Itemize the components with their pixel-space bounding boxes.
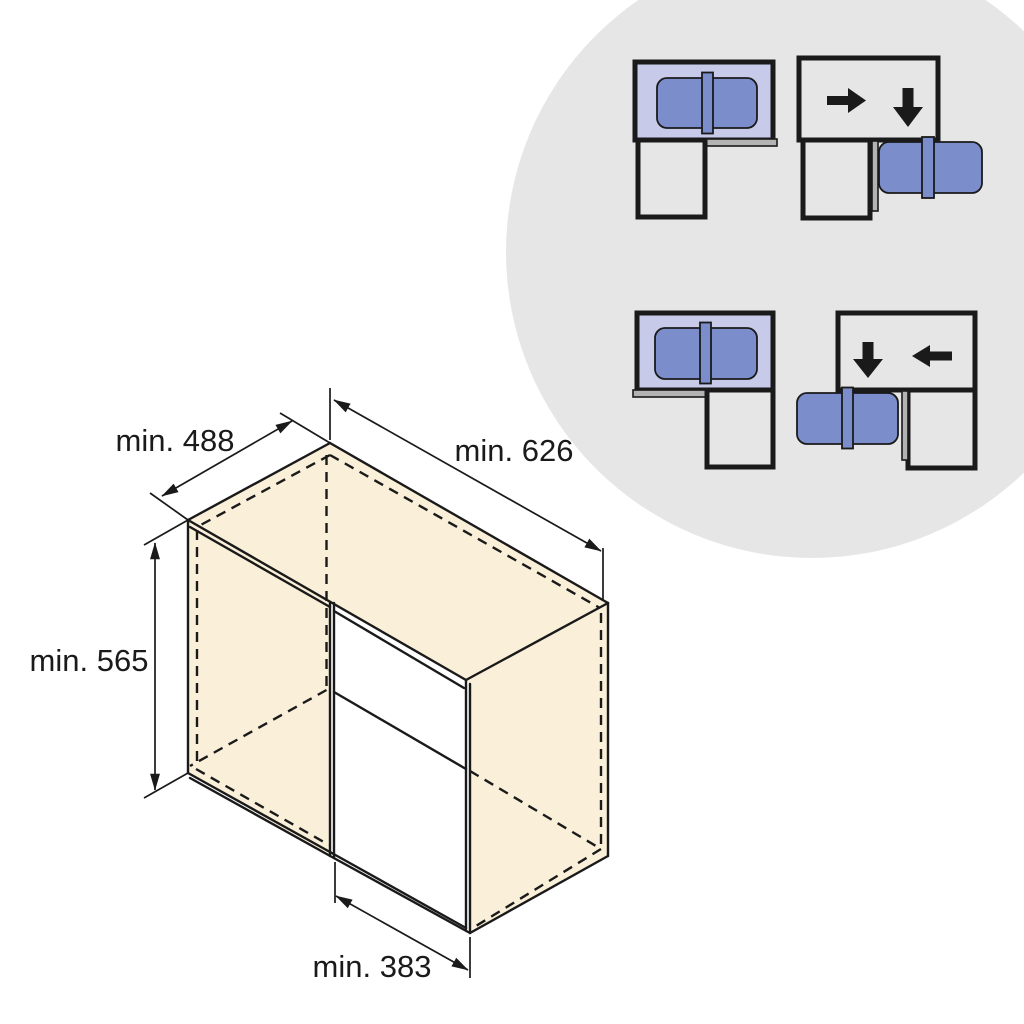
top-front-right-edge [464,601,610,682]
arrow-down-icon [893,88,923,127]
hidden-floor-left-edge [189,688,328,768]
legend-variant-left-open [796,310,978,471]
hidden-bottom-right-edge [475,847,602,928]
arrow-right-icon [827,88,866,113]
hidden-bottom-left-edge [195,767,330,847]
open-door-icon [901,390,909,461]
dimension-label-height: min. 565 [30,643,149,678]
cabinet-front-opening [331,601,470,933]
opening-top-inner-edge [332,609,466,690]
arrow-down-icon [853,342,883,378]
tray-handle-bar [701,71,714,135]
dimension-width: min. 626 [329,388,604,601]
dimension-line [333,399,602,552]
tray-handle-bar [921,136,935,199]
bottom-right-edge [468,854,610,935]
open-door-icon [703,138,778,147]
cabinet-plan-side-box [905,387,978,471]
legend-variant-right-open [796,55,983,221]
dimension-height: min. 565 [30,519,189,799]
shelf-front-edge [332,690,468,771]
dimension-label-opening: min. 383 [313,949,432,984]
legend-variant-right-closed [632,59,778,220]
hidden-floor-right-edge [469,769,602,851]
tray-handle-bar [699,321,712,385]
dimension-depth: min. 488 [116,412,331,521]
dimension-label-depth: min. 488 [116,423,235,458]
open-door-icon [871,140,879,212]
extension-line [149,492,189,521]
cabinet-right-face [466,603,608,933]
cabinet-plan-body [796,55,941,143]
open-door-icon [632,389,707,398]
dimension-label-width: min. 626 [455,433,574,468]
tray-handle-bar [841,386,854,450]
top-front-left-edge [186,518,468,682]
cabinet-plan-side-box [704,387,776,470]
cabinet-plan-side-box [635,137,708,220]
cabinet-plan-side-box [800,137,873,221]
dimension-line [335,895,469,971]
left-panel-thickness-edge [188,525,332,609]
dimension-opening: min. 383 [313,862,471,984]
cabinet-isometric-view [186,441,610,935]
cabinet-left-face [188,520,330,856]
extension-line [143,519,189,546]
cabinet-top-face [188,443,608,680]
extension-line [143,772,189,799]
legend-variant-left-closed [632,310,776,470]
extension-line [279,412,331,444]
dimension-line [161,420,293,497]
arrow-left-icon [912,345,952,367]
cabinet-plan-body [835,310,978,393]
